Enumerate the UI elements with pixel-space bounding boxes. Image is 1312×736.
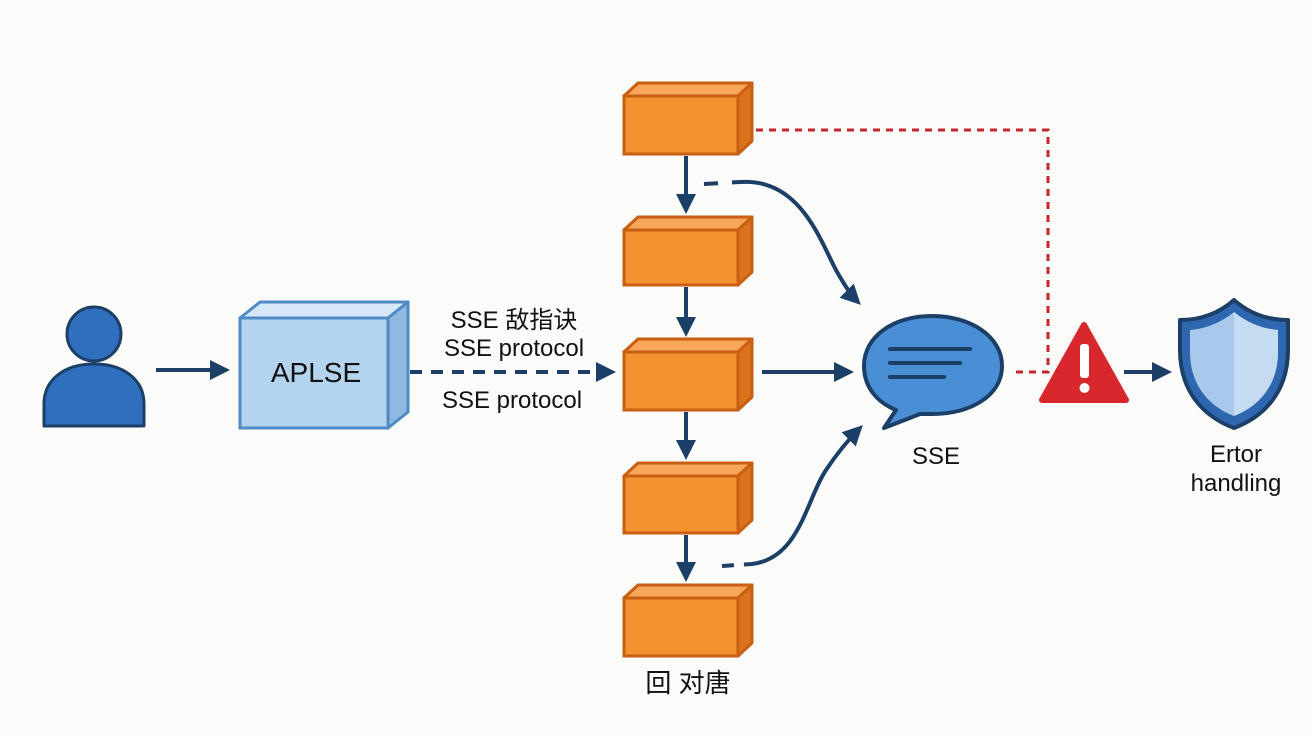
error-label-line1: Ertor: [1210, 441, 1262, 468]
sse-label: SSE: [912, 443, 960, 470]
shield-icon: [1178, 298, 1290, 430]
stack-box-5: [622, 583, 754, 658]
stack-box-4: [622, 461, 754, 535]
stack-box-1: [622, 81, 754, 156]
protocol-label-1: SSE protocol: [444, 335, 584, 362]
warning-icon: [1039, 322, 1129, 403]
stack-bottom-label: 回 对唐: [645, 668, 730, 698]
protocol-label-cn: SSE 敌指诀: [451, 307, 578, 334]
stack-box-2: [622, 215, 754, 287]
error-label-line2: handling: [1191, 470, 1282, 497]
curve-top-dash: [703, 179, 747, 187]
stack-box-3: [622, 337, 754, 412]
chat-bubble-icon: [862, 314, 1004, 430]
aplse-box: APLSE: [238, 300, 410, 430]
error-dashed-connector: [756, 128, 1050, 374]
protocol-label-2: SSE protocol: [442, 387, 582, 414]
user-icon: [42, 305, 146, 428]
curve-top-to-sse: [703, 179, 861, 305]
curve-bottom-dash: [721, 561, 753, 569]
aplse-label: APLSE: [271, 357, 361, 388]
curve-bottom-to-sse: [721, 425, 863, 568]
